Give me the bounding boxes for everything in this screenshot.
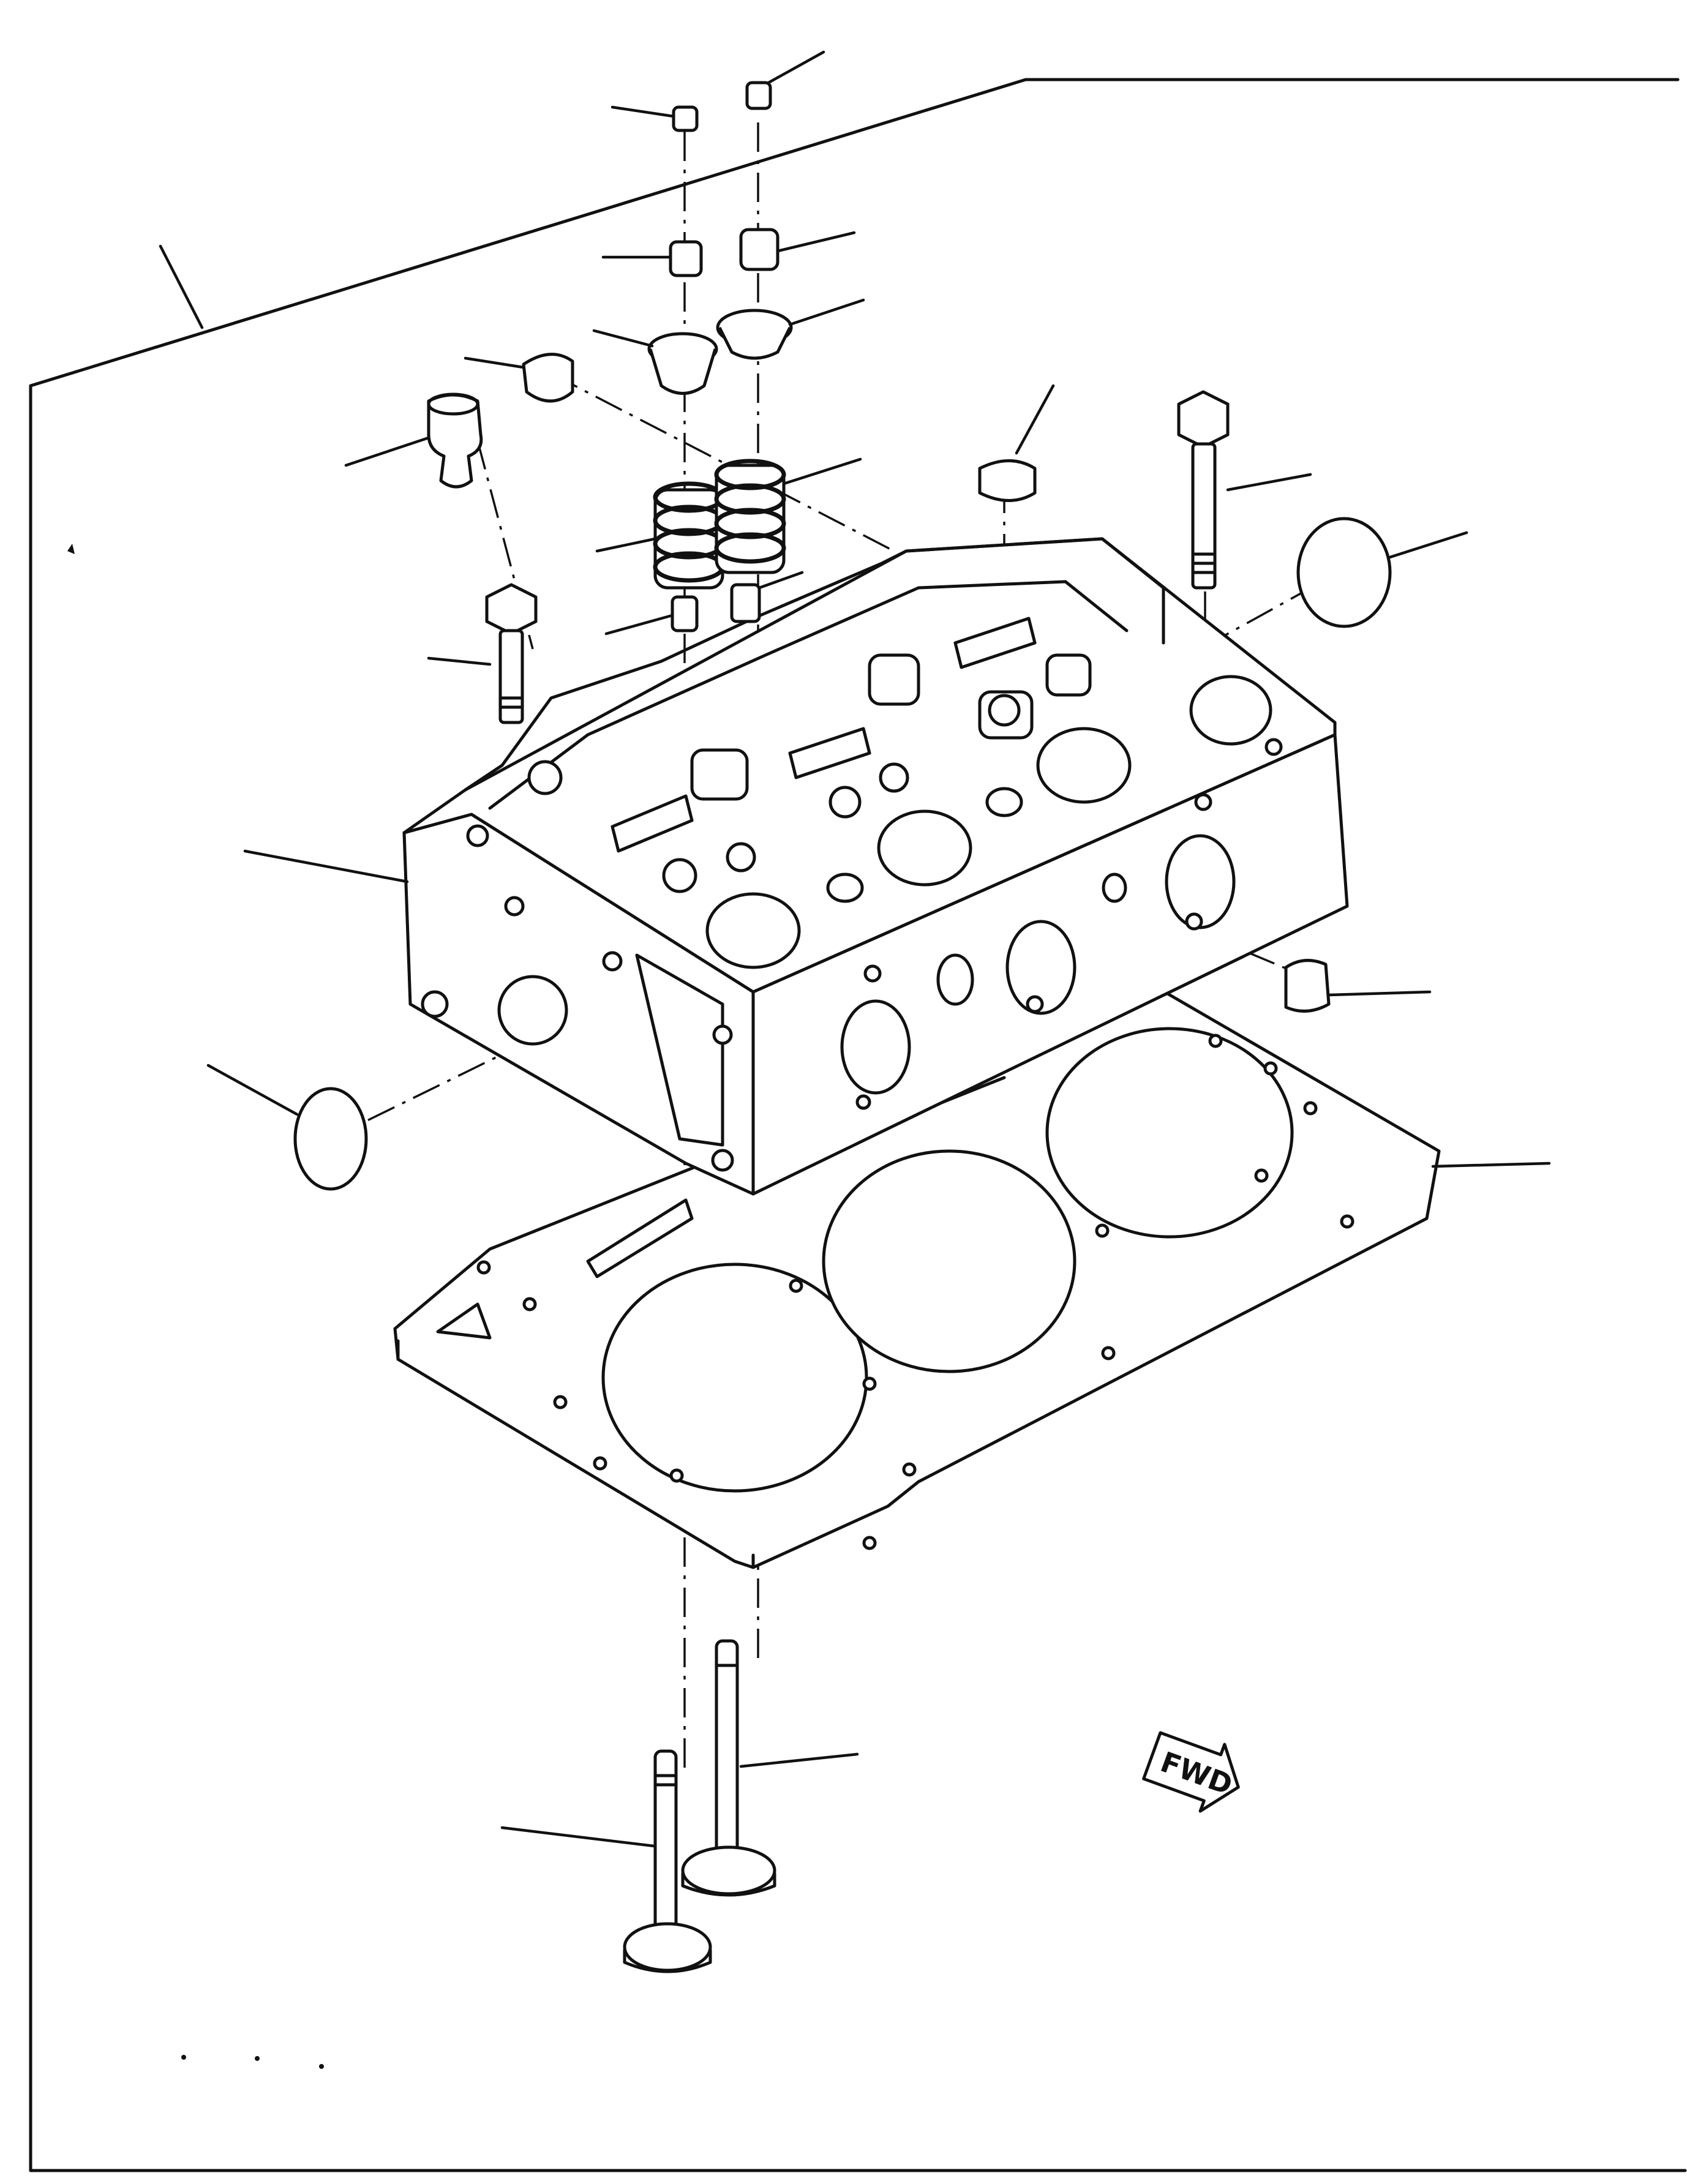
valve-stem-cap-left bbox=[669, 240, 703, 277]
valve-stem-seal-left bbox=[671, 595, 699, 632]
gasket-coolant-port bbox=[436, 1302, 492, 1340]
head-bolt-short bbox=[485, 583, 538, 724]
gasket-bore-1 bbox=[601, 1263, 868, 1493]
expansion-plug-left bbox=[293, 1087, 368, 1191]
expansion-plug-right bbox=[1296, 517, 1392, 628]
valve-spring-right bbox=[714, 459, 786, 574]
cup-plug-top bbox=[522, 353, 574, 403]
callout-leaders bbox=[206, 50, 1551, 1848]
figure-frame bbox=[29, 78, 1687, 2172]
exhaust-valve bbox=[681, 1639, 776, 1897]
direction-marker: FWD bbox=[1142, 1731, 1240, 1813]
forward-arrow-icon bbox=[1142, 1731, 1240, 1813]
valve-spring-left bbox=[653, 481, 725, 590]
valve-keeper-right bbox=[745, 81, 772, 110]
head-gasket bbox=[393, 972, 1441, 1569]
valve-train-parts bbox=[293, 81, 1392, 1191]
head-bolt-long bbox=[1177, 390, 1230, 590]
gasket-slot bbox=[586, 1198, 694, 1278]
bridge-cap bbox=[978, 459, 1037, 502]
cylinder-head bbox=[402, 537, 1349, 1196]
valve-keeper-left bbox=[672, 105, 699, 132]
valves bbox=[623, 1639, 776, 1973]
gasket-bore-3 bbox=[1045, 1027, 1294, 1239]
gasket-bore-2 bbox=[822, 1149, 1076, 1373]
valve-stem-seal-right bbox=[730, 583, 761, 623]
intake-valve bbox=[623, 1749, 712, 1973]
valve-stem-cap-right bbox=[739, 228, 780, 271]
plug-side bbox=[1284, 959, 1331, 1013]
